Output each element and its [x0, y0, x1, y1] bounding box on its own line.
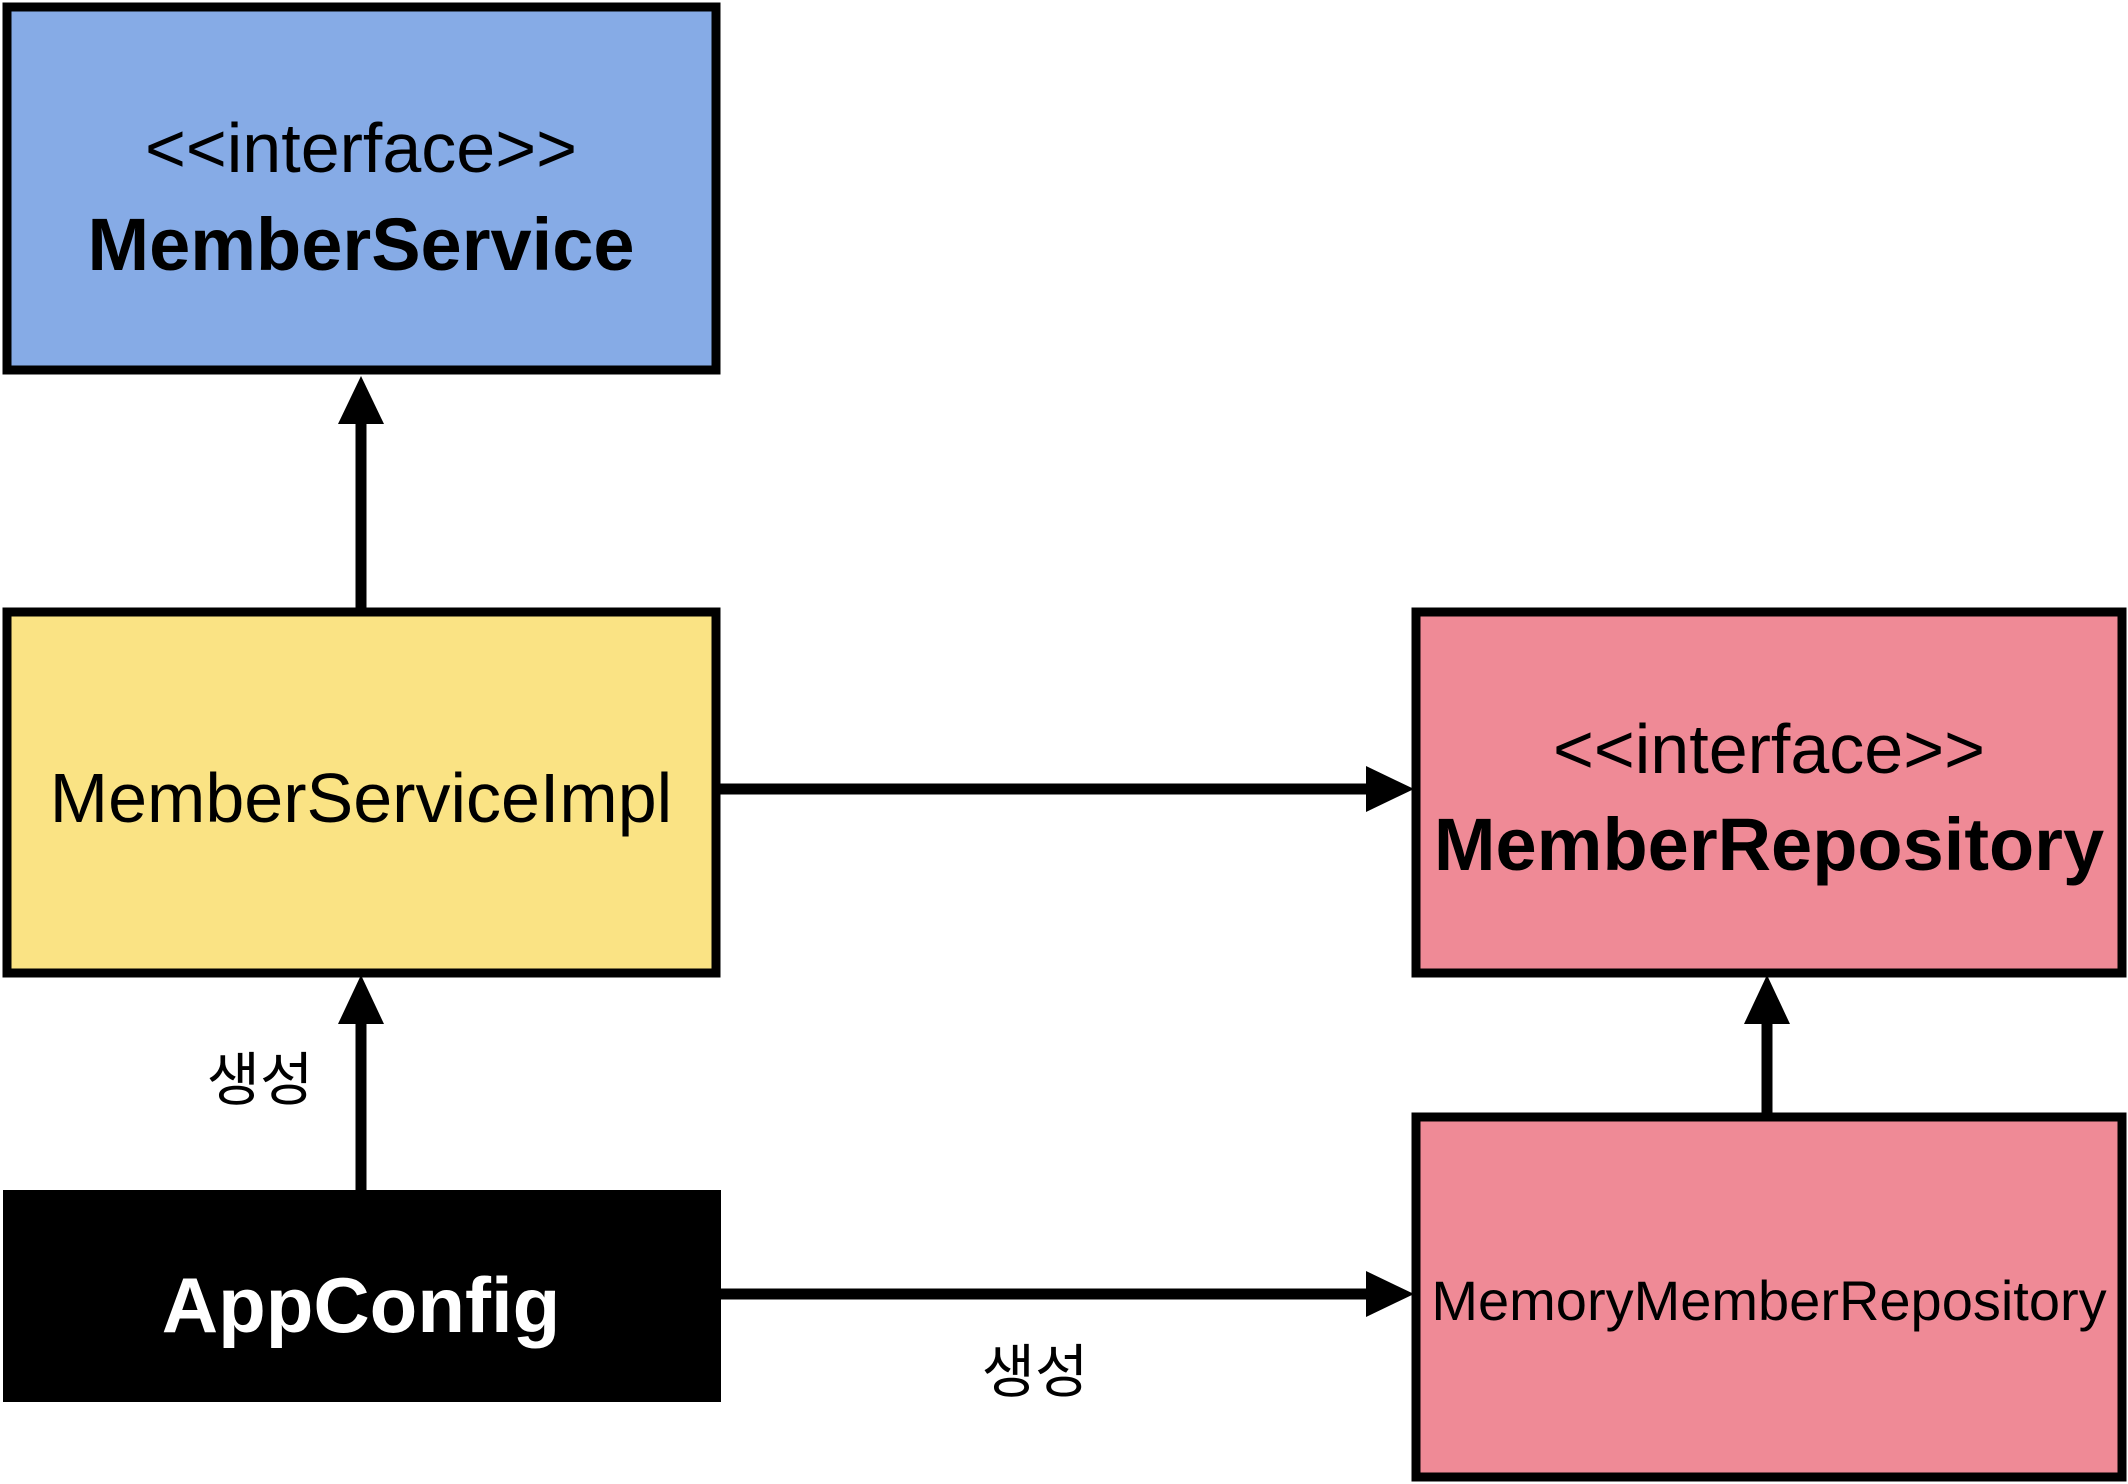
node-name: MemberRepository: [1434, 803, 2104, 886]
edge-app-config-to-impl: 생성: [207, 975, 384, 1190]
edge-app-config-to-memory-repo: 생성: [718, 1271, 1414, 1406]
arrowhead-icon: [1366, 1271, 1414, 1317]
arrowhead-icon: [1744, 975, 1790, 1024]
node-member-service-impl: MemberServiceImpl: [2, 607, 721, 978]
node-name: MemoryMemberRepository: [1431, 1269, 2106, 1332]
edge-label-create: 생성: [207, 1046, 314, 1114]
edge-impl-to-member-service: [338, 376, 384, 610]
arrowhead-icon: [338, 975, 384, 1024]
node-box: [3, 1190, 721, 1402]
node-stereotype: <<interface>>: [145, 109, 577, 187]
node-member-service: <<interface>> MemberService: [2, 2, 721, 375]
arrowhead-icon: [338, 376, 384, 424]
node-name: MemberService: [87, 203, 634, 286]
node-app-config: AppConfig: [3, 1190, 721, 1402]
node-box: [1411, 607, 2127, 978]
edge-impl-to-member-repository: [715, 766, 1414, 812]
node-stereotype: <<interface>>: [1553, 710, 1985, 788]
edge-memory-repo-to-member-repository: [1744, 975, 1790, 1115]
node-name: MemberServiceImpl: [50, 759, 672, 837]
arrowhead-icon: [1366, 766, 1414, 812]
node-box: [2, 2, 721, 375]
node-member-repository: <<interface>> MemberRepository: [1411, 607, 2127, 978]
node-name: AppConfig: [162, 1261, 561, 1349]
edge-label-create: 생성: [982, 1338, 1089, 1406]
node-memory-member-repository: MemoryMemberRepository: [1411, 1112, 2127, 1482]
node-box: [2, 607, 721, 978]
node-box: [1411, 1112, 2127, 1482]
